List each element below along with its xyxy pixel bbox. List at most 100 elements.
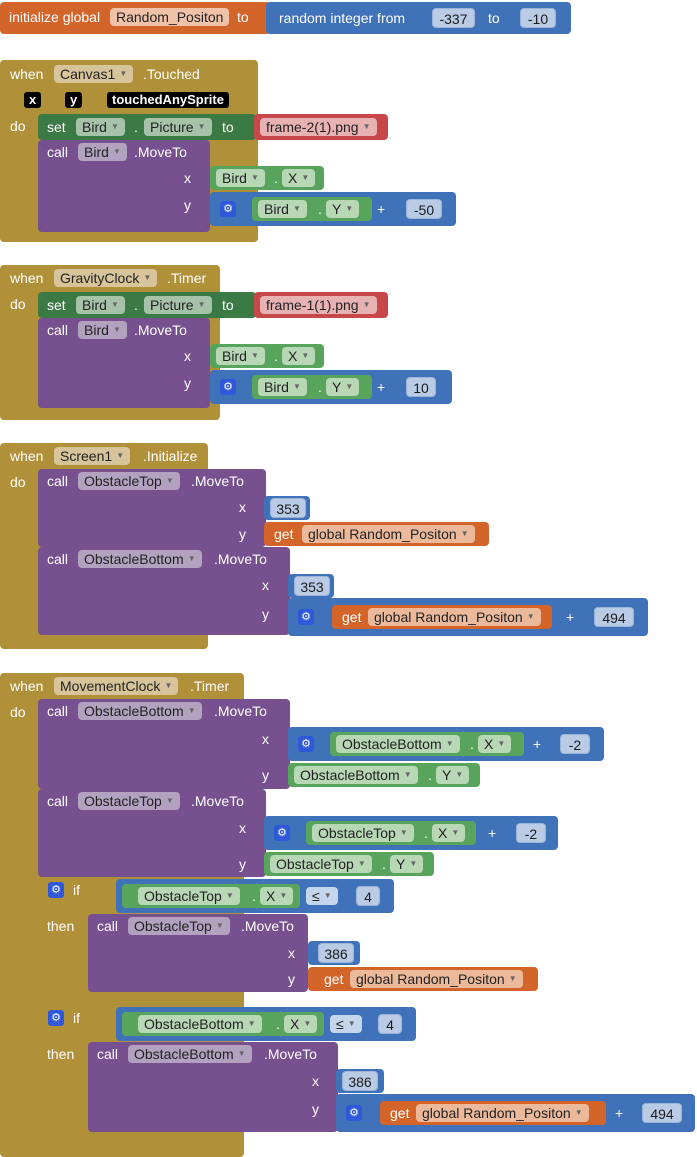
gear-icon[interactable]: ⚙: [220, 201, 236, 217]
obstacletop-x-getter[interactable]: ObstacleTop▼ . X▼: [122, 884, 300, 908]
set-property-dropdown[interactable]: Picture▼: [144, 118, 212, 136]
obstaclebottom-x-getter[interactable]: ObstacleBottom▼ . X▼: [330, 732, 524, 756]
get-global-block[interactable]: get global Random_Positon▼: [264, 522, 489, 546]
call-component-dropdown[interactable]: ObstacleTop▼: [128, 917, 230, 935]
getter-component-dropdown[interactable]: Bird▼: [216, 347, 265, 365]
global-var-dropdown[interactable]: global Random_Positon▼: [416, 1104, 589, 1122]
gear-icon[interactable]: ⚙: [48, 882, 64, 898]
call-obstacletop-moveto[interactable]: call ObstacleTop▼ .MoveTo x y: [38, 789, 266, 877]
getter-property-dropdown[interactable]: X▼: [282, 169, 316, 187]
call-bird-moveto-block[interactable]: call Bird▼ .MoveTo x y: [38, 318, 210, 408]
call-component-dropdown[interactable]: ObstacleBottom▼: [128, 1045, 252, 1063]
global-var-dropdown[interactable]: global Random_Positon▼: [302, 525, 475, 543]
getter-property-dropdown[interactable]: X▼: [478, 735, 512, 753]
getter-property-dropdown[interactable]: Y▼: [436, 766, 470, 784]
getter-component-dropdown[interactable]: ObstacleTop▼: [312, 824, 414, 842]
x-value[interactable]: 353: [270, 498, 306, 518]
param-x[interactable]: x: [24, 92, 42, 108]
gear-icon[interactable]: ⚙: [346, 1105, 362, 1121]
call-obstaclebottom-moveto[interactable]: call ObstacleBottom▼ .MoveTo x y: [38, 547, 290, 635]
compare-operator-dropdown[interactable]: ≤▼: [306, 887, 338, 905]
call-component-dropdown[interactable]: Bird▼: [78, 321, 127, 339]
getter-property-dropdown[interactable]: X▼: [432, 824, 466, 842]
add-value[interactable]: 494: [642, 1103, 682, 1123]
get-global-block[interactable]: get global Random_Positon▼: [380, 1101, 606, 1125]
add-block[interactable]: ⚙ Bird▼ . Y▼ + -50: [210, 192, 456, 226]
call-obstacletop-moveto[interactable]: call ObstacleTop▼ .MoveTo x y: [88, 914, 308, 992]
call-component-dropdown[interactable]: Bird▼: [78, 143, 127, 161]
global-var-name[interactable]: Random_Positon: [110, 8, 230, 26]
global-init-block[interactable]: initialize global Random_Positon to: [0, 2, 270, 34]
number-block[interactable]: 353: [288, 574, 334, 598]
x-value[interactable]: 353: [294, 576, 330, 596]
param-touched-any-sprite[interactable]: touchedAnySprite: [107, 92, 229, 108]
obstacletop-y-getter[interactable]: ObstacleTop▼ . Y▼: [264, 852, 434, 876]
set-bird-picture-block[interactable]: set Bird▼ . Picture▼ to: [38, 292, 256, 318]
add-value[interactable]: -2: [560, 734, 590, 754]
event-component-dropdown[interactable]: Screen1▼: [54, 447, 131, 465]
add-block[interactable]: ⚙ ObstacleTop▼ . X▼ + -2: [264, 816, 558, 850]
obstaclebottom-x-getter[interactable]: ObstacleBottom▼ . X▼: [122, 1012, 324, 1036]
picture-value-dropdown[interactable]: frame-1(1).png▼: [260, 296, 377, 314]
text-picture-block[interactable]: frame-1(1).png▼: [254, 292, 388, 318]
gear-icon[interactable]: ⚙: [274, 825, 290, 841]
compare-block[interactable]: ObstacleTop▼ . X▼ ≤▼ 4: [116, 879, 394, 913]
call-component-dropdown[interactable]: ObstacleTop▼: [78, 472, 180, 490]
getter-property-dropdown[interactable]: Y▼: [390, 855, 424, 873]
bird-y-getter[interactable]: Bird▼ . Y▼: [252, 375, 372, 399]
obstacletop-x-getter[interactable]: ObstacleTop▼ . X▼: [306, 821, 476, 845]
call-component-dropdown[interactable]: ObstacleBottom▼: [78, 550, 202, 568]
global-var-dropdown[interactable]: global Random_Positon▼: [368, 608, 541, 626]
compare-value[interactable]: 4: [356, 886, 380, 906]
call-obstaclebottom-moveto[interactable]: call ObstacleBottom▼ .MoveTo x y: [38, 699, 290, 789]
add-value[interactable]: -2: [516, 823, 546, 843]
getter-property-dropdown[interactable]: X▼: [282, 347, 316, 365]
add-value[interactable]: -50: [406, 199, 442, 219]
bird-x-getter[interactable]: Bird▼ . X▼: [210, 344, 324, 368]
getter-component-dropdown[interactable]: ObstacleTop▼: [270, 855, 372, 873]
getter-property-dropdown[interactable]: Y▼: [326, 378, 360, 396]
compare-operator-dropdown[interactable]: ≤▼: [330, 1015, 362, 1033]
gear-icon[interactable]: ⚙: [298, 609, 314, 625]
getter-component-dropdown[interactable]: ObstacleBottom▼: [336, 735, 460, 753]
getter-component-dropdown[interactable]: Bird▼: [258, 378, 307, 396]
random-to-value[interactable]: -10: [520, 8, 556, 28]
gear-icon[interactable]: ⚙: [298, 736, 314, 752]
call-bird-moveto-block[interactable]: call Bird▼ .MoveTo x y: [38, 140, 210, 232]
bird-x-getter[interactable]: Bird▼ . X▼: [210, 166, 324, 190]
call-obstaclebottom-moveto[interactable]: call ObstacleBottom▼ .MoveTo x y: [88, 1042, 338, 1132]
compare-block[interactable]: ObstacleBottom▼ . X▼ ≤▼ 4: [116, 1007, 416, 1041]
add-block[interactable]: ⚙ get global Random_Positon▼ + 494: [336, 1094, 695, 1132]
event-component-dropdown[interactable]: Canvas1▼: [54, 65, 134, 83]
number-block[interactable]: 386: [336, 1069, 384, 1093]
add-block[interactable]: ⚙ Bird▼ . Y▼ + 10: [210, 370, 452, 404]
getter-component-dropdown[interactable]: ObstacleTop▼: [138, 887, 240, 905]
getter-component-dropdown[interactable]: Bird▼: [258, 200, 307, 218]
number-block[interactable]: 386: [308, 941, 360, 965]
param-y[interactable]: y: [65, 92, 83, 108]
getter-component-dropdown[interactable]: ObstacleBottom▼: [138, 1015, 262, 1033]
getter-property-dropdown[interactable]: X▼: [284, 1015, 318, 1033]
bird-y-getter[interactable]: Bird▼ . Y▼: [252, 197, 372, 221]
add-value[interactable]: 494: [594, 607, 634, 627]
getter-property-dropdown[interactable]: X▼: [260, 887, 294, 905]
random-from-value[interactable]: -337: [432, 8, 475, 28]
picture-value-dropdown[interactable]: frame-2(1).png▼: [260, 118, 377, 136]
set-component-dropdown[interactable]: Bird▼: [76, 296, 125, 314]
compare-value[interactable]: 4: [378, 1014, 402, 1034]
set-component-dropdown[interactable]: Bird▼: [76, 118, 125, 136]
add-block[interactable]: ⚙ get global Random_Positon▼ + 494: [288, 598, 648, 636]
add-block[interactable]: ⚙ ObstacleBottom▼ . X▼ + -2: [288, 727, 604, 761]
set-bird-picture-block[interactable]: set Bird▼ . Picture▼ to: [38, 114, 256, 140]
x-value[interactable]: 386: [318, 943, 354, 963]
getter-property-dropdown[interactable]: Y▼: [326, 200, 360, 218]
text-picture-block[interactable]: frame-2(1).png▼: [254, 114, 388, 140]
call-component-dropdown[interactable]: ObstacleBottom▼: [78, 702, 202, 720]
gear-icon[interactable]: ⚙: [220, 379, 236, 395]
x-value[interactable]: 386: [342, 1071, 378, 1091]
event-component-dropdown[interactable]: MovementClock▼: [54, 677, 179, 695]
set-property-dropdown[interactable]: Picture▼: [144, 296, 212, 314]
add-value[interactable]: 10: [406, 377, 436, 397]
call-obstacletop-moveto[interactable]: call ObstacleTop▼ .MoveTo x y: [38, 469, 266, 547]
get-global-block[interactable]: get global Random_Positon▼: [308, 967, 538, 991]
